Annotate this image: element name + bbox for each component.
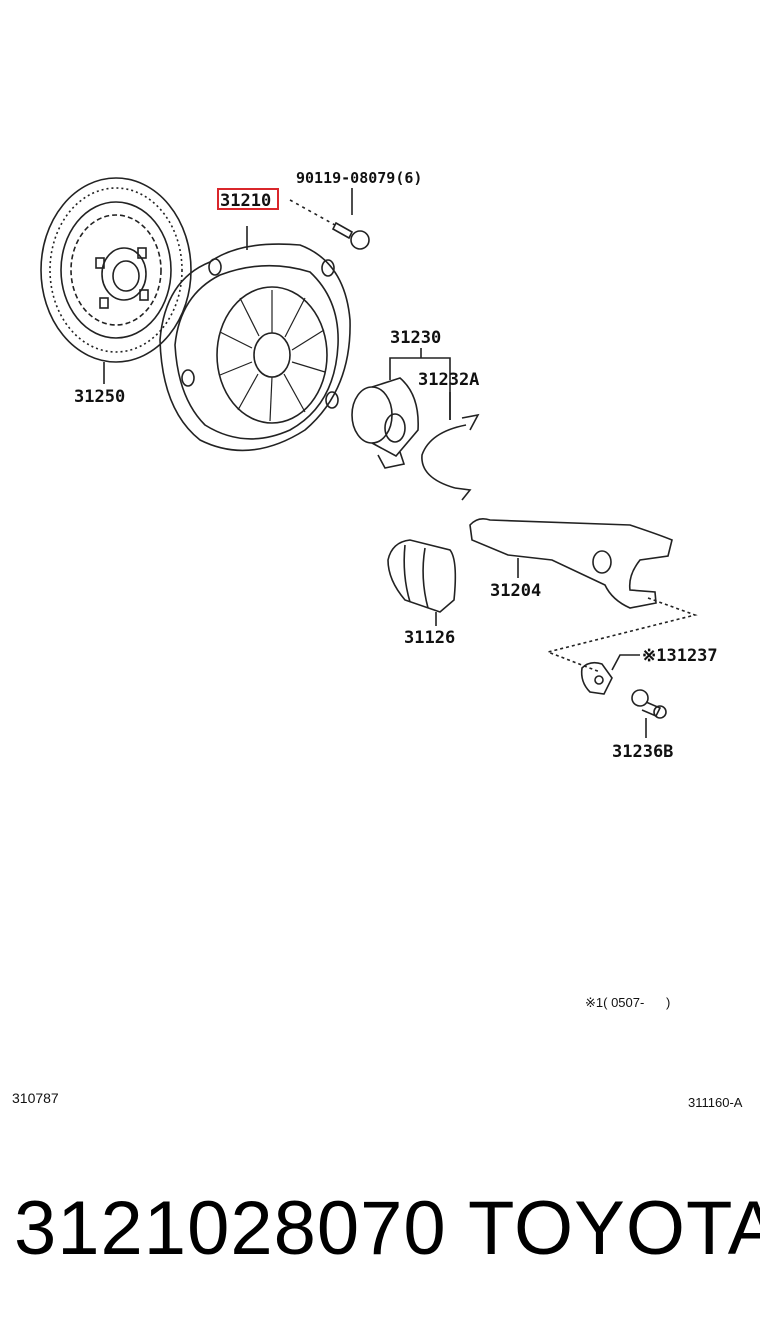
right-code: 311160-A — [688, 1095, 743, 1110]
bolt-b-illustration — [631, 689, 667, 738]
callout-31210[interactable]: 31210 — [220, 191, 271, 211]
callout-31250[interactable]: 31250 — [74, 387, 125, 407]
bolt-illustration — [289, 188, 370, 250]
clutch-disc-illustration — [40, 177, 192, 384]
callout-31237[interactable]: ※131237 — [642, 646, 718, 666]
highlight-box — [217, 188, 279, 210]
callout-31126[interactable]: 31126 — [404, 628, 455, 648]
boot-illustration — [387, 539, 457, 626]
callout-31204[interactable]: 31204 — [490, 581, 541, 601]
fork-support-illustration — [580, 654, 640, 695]
clip-illustration — [421, 392, 480, 501]
part-number: 3121028070 — [14, 1186, 447, 1271]
release-fork-illustration — [469, 518, 698, 673]
callout-31236b[interactable]: 31236B — [612, 742, 673, 762]
clutch-cover-illustration — [159, 226, 351, 452]
footer: 3121028070 TOYOTA — [0, 1185, 760, 1285]
footnote: ※1( 0507- ) — [585, 995, 670, 1010]
callout-bolt[interactable]: 90119-08079(6) — [296, 169, 422, 187]
left-code: 310787 — [12, 1090, 59, 1106]
callout-31232a[interactable]: 31232A — [418, 370, 479, 390]
brand-name: TOYOTA — [468, 1186, 760, 1271]
release-bearing-illustration — [351, 348, 451, 469]
callout-31230[interactable]: 31230 — [390, 328, 441, 348]
